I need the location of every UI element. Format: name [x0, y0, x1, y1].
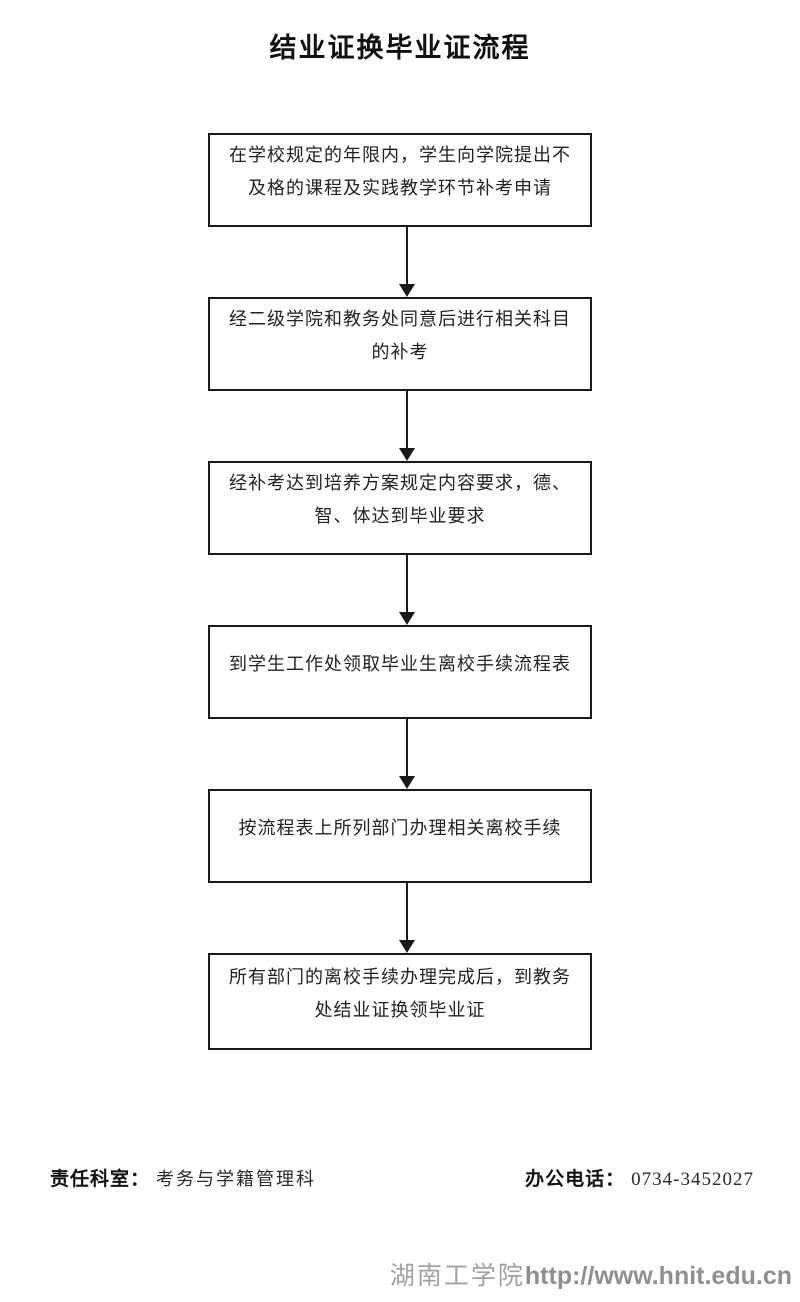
flow-step-4-text: 到学生工作处领取毕业生离校手续流程表: [229, 653, 571, 674]
responsible-department: 责任科室： 考务与学籍管理科: [50, 1164, 316, 1191]
phone-label: 办公电话：: [525, 1169, 626, 1190]
arrow-shaft: [406, 883, 408, 940]
page-title: 结业证换毕业证流程: [269, 33, 531, 63]
watermark-site-url: http://www.hnit.edu.cn: [524, 1262, 792, 1290]
arrow-down-icon: [399, 940, 415, 953]
phone-value: 0734-3452027: [631, 1169, 754, 1190]
arrow-shaft: [406, 719, 408, 776]
flow-arrow-3: [222, 555, 592, 625]
arrow-down-icon: [399, 284, 415, 297]
flow-arrow-5: [222, 883, 592, 953]
flow-step-1-text: 在学校规定的年限内，学生向学院提出不及格的课程及实践教学环节补考申请: [229, 145, 571, 198]
office-phone: 办公电话： 0734-3452027: [525, 1164, 754, 1191]
flow-step-1: 在学校规定的年限内，学生向学院提出不及格的课程及实践教学环节补考申请: [208, 133, 592, 227]
footer: 责任科室： 考务与学籍管理科 办公电话： 0734-3452027: [0, 1164, 800, 1191]
flowchart: 在学校规定的年限内，学生向学院提出不及格的课程及实践教学环节补考申请 经二级学院…: [208, 133, 592, 1050]
flow-step-2: 经二级学院和教务处同意后进行相关科目的补考: [208, 297, 592, 391]
department-value: 考务与学籍管理科: [156, 1169, 317, 1189]
watermark-site-name: 湖南工学院: [389, 1263, 525, 1290]
flow-step-6-text: 所有部门的离校手续办理完成后，到教务处结业证换领毕业证: [229, 966, 571, 1020]
flow-arrow-2: [222, 391, 592, 461]
flow-arrow-4: [222, 719, 592, 789]
arrow-down-icon: [399, 612, 415, 625]
arrow-down-icon: [399, 448, 415, 461]
flow-step-2-text: 经二级学院和教务处同意后进行相关科目的补考: [229, 309, 571, 362]
arrow-shaft: [406, 555, 408, 612]
watermark: 湖南工学院http://www.hnit.edu.cn: [390, 1256, 792, 1292]
arrow-down-icon: [399, 776, 415, 789]
flow-step-3-text: 经补考达到培养方案规定内容要求，德、智、体达到毕业要求: [229, 473, 571, 526]
flow-arrow-1: [222, 227, 592, 297]
flow-step-5-text: 按流程表上所列部门办理相关离校手续: [238, 817, 562, 838]
flow-step-5: 按流程表上所列部门办理相关离校手续: [208, 789, 592, 883]
flow-step-4: 到学生工作处领取毕业生离校手续流程表: [208, 625, 592, 719]
flow-step-3: 经补考达到培养方案规定内容要求，德、智、体达到毕业要求: [208, 461, 592, 555]
arrow-shaft: [406, 391, 408, 448]
arrow-shaft: [406, 227, 408, 284]
department-label: 责任科室：: [50, 1169, 151, 1190]
flow-step-6: 所有部门的离校手续办理完成后，到教务处结业证换领毕业证: [208, 953, 592, 1050]
